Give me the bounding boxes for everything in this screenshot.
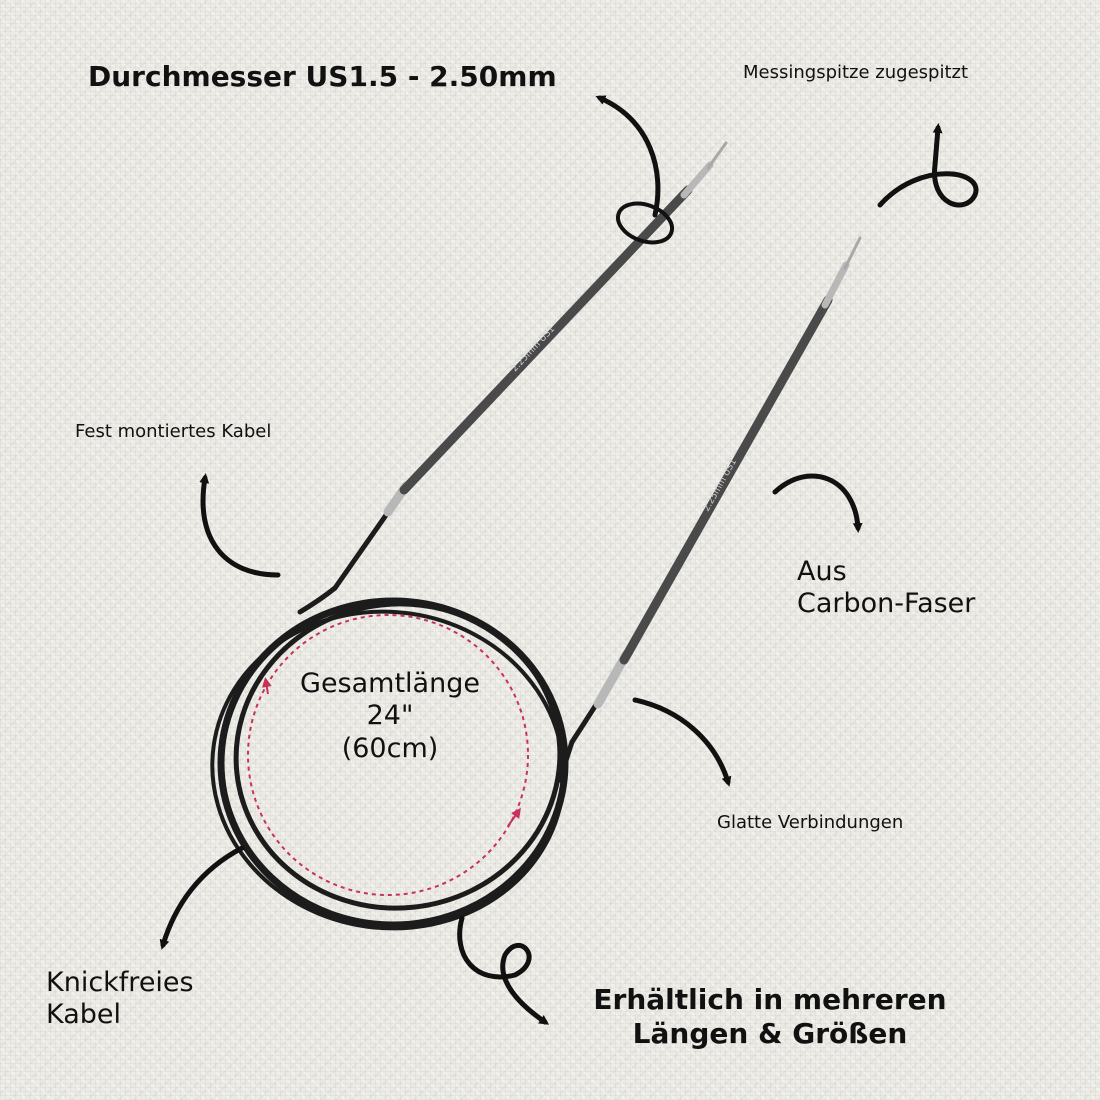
label-kinkfree: Knickfreies Kabel: [46, 967, 194, 1032]
label-joins: Glatte Verbindungen: [717, 812, 904, 833]
label-total-length: Gesamtlänge 24" (60cm): [280, 668, 500, 765]
cable-coil: [210, 585, 575, 931]
curly-arrow-icon: [877, 123, 979, 208]
needle-loop-icon: [615, 201, 675, 245]
label-length-line3: (60cm): [341, 732, 439, 764]
label-kinkfree-line2: Kabel: [46, 999, 122, 1031]
curly-arrow-icon: [199, 473, 281, 578]
curly-arrow-icon: [159, 845, 245, 950]
label-carbon-line1: Aus: [797, 556, 847, 587]
label-tip: Messingspitze zugespitzt: [743, 62, 969, 83]
label-cable-fixed: Fest montiertes Kabel: [75, 421, 272, 442]
curly-arrow-icon: [457, 915, 550, 1025]
length-dashed-circle: [247, 614, 529, 896]
label-length-line1: Gesamtlänge: [300, 668, 480, 699]
curly-arrow-icon: [772, 473, 863, 533]
label-length-line2: 24": [366, 700, 414, 732]
label-sizes-line2: Längen & Größen: [632, 1016, 908, 1050]
needle-imprint-right: 2.25mm US1: [702, 457, 739, 513]
label-carbon-line2: Carbon-Faser: [797, 588, 976, 620]
label-diameter: Durchmesser US1.5 - 2.50mm: [88, 60, 557, 93]
curly-arrow-icon: [632, 697, 732, 787]
label-sizes-line1: Erhältlich in mehreren: [593, 983, 947, 1016]
curly-arrow-icon: [595, 95, 661, 218]
label-kinkfree-line1: Knickfreies: [46, 967, 194, 998]
needle-imprint-left: 2.25mm US1: [510, 324, 557, 374]
left-needle: [332, 141, 728, 591]
right-needle: [569, 236, 862, 745]
label-sizes: Erhältlich in mehreren Längen & Größen: [560, 983, 980, 1050]
label-carbon: Aus Carbon-Faser: [797, 556, 975, 621]
